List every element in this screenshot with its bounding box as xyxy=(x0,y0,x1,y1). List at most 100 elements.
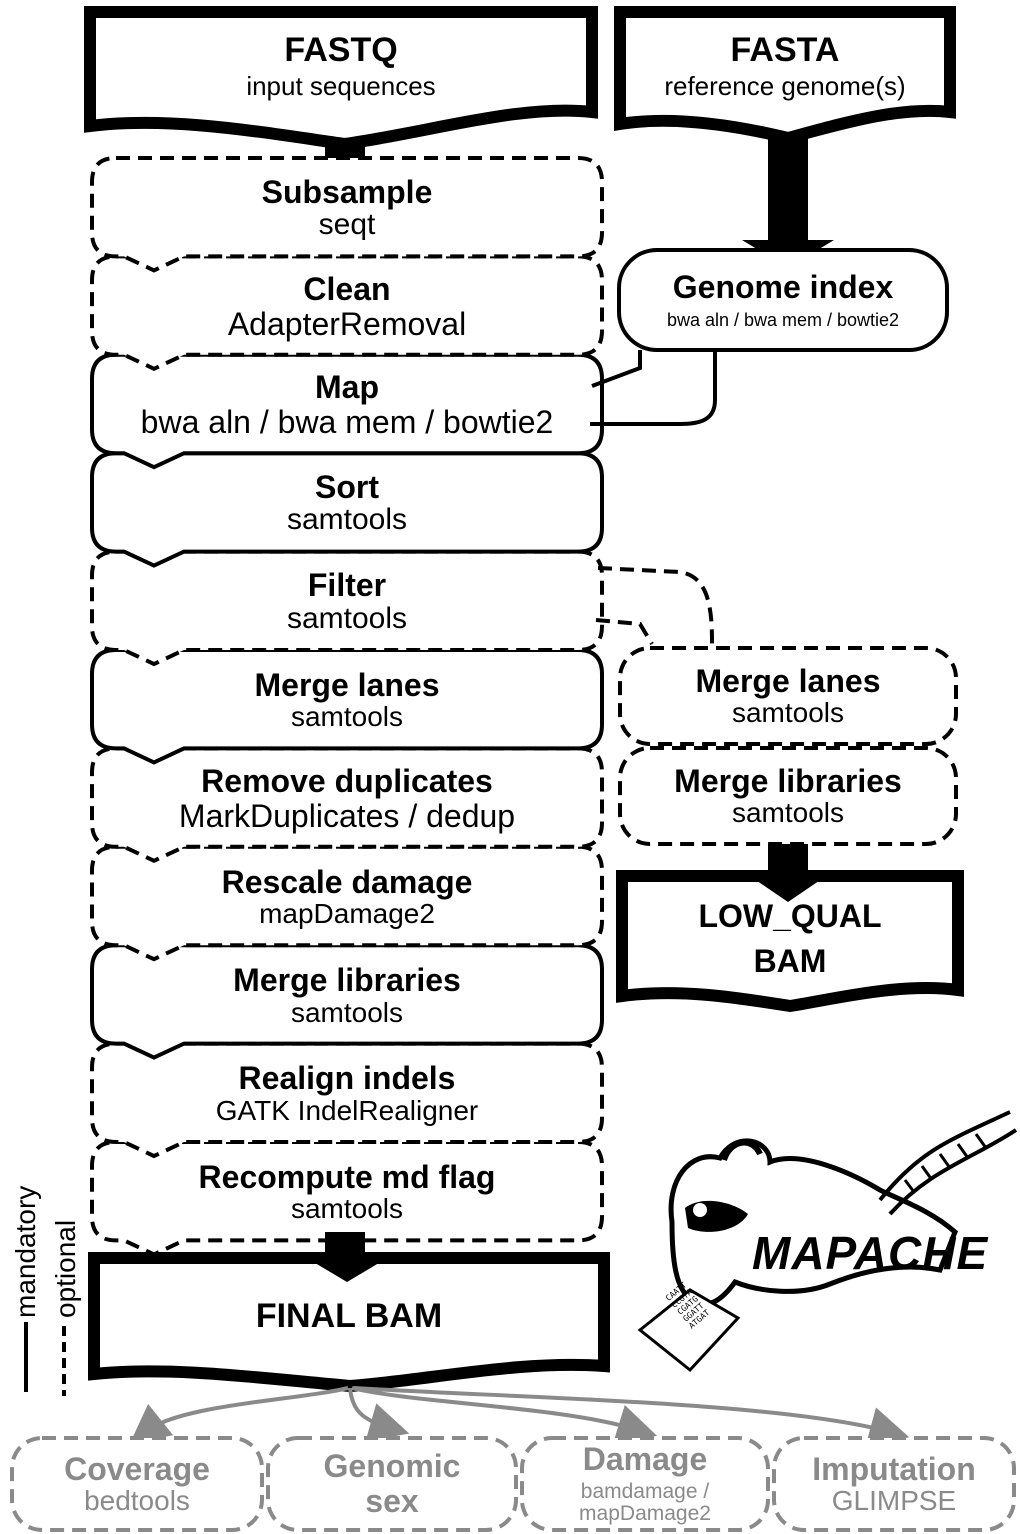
fastq-title: FASTQ xyxy=(284,30,398,69)
step-title: Clean xyxy=(303,271,391,308)
genome-index-label: Genome index bwa aln / bwa mem / bowtie2 xyxy=(619,258,947,342)
raccoon-ear xyxy=(721,1139,763,1162)
genome-index-to-map-link xyxy=(591,350,642,388)
final-bam-label: FINAL BAM xyxy=(94,1276,604,1356)
low-qual-line2: BAM xyxy=(753,943,827,979)
arrow-to-damage xyxy=(351,1386,658,1444)
side-merge-lanes-title: Merge lanes xyxy=(695,662,881,699)
side-merge-libraries-label: Merge libraries samtools xyxy=(620,752,956,840)
low-qual-box-shape xyxy=(616,870,964,1013)
step-subtitle: mapDamage2 xyxy=(259,898,435,930)
step-title: Remove duplicates xyxy=(201,763,493,800)
step-subtitle: samtools xyxy=(290,1193,404,1225)
step-box-5 xyxy=(90,648,604,765)
step-title: Subsample xyxy=(261,173,433,210)
imputation-subtitle: GLIMPSE xyxy=(831,1485,957,1517)
step-box-9 xyxy=(90,1041,604,1159)
filter-side-link-2 xyxy=(595,618,654,646)
step-subtitle: samtools xyxy=(290,701,404,733)
low-qual-arrow-head xyxy=(744,872,832,902)
arrow-to-imputation xyxy=(353,1386,910,1447)
filter-side-link-1 xyxy=(597,566,714,656)
damage-box xyxy=(520,1436,770,1532)
final-bam-title: FINAL BAM xyxy=(255,1296,443,1335)
step-title: Merge libraries xyxy=(233,961,461,998)
side-merge-libraries-subtitle: samtools xyxy=(731,797,845,829)
genomic-sex-label: Genomic sex xyxy=(268,1442,516,1526)
step-title: Merge lanes xyxy=(254,666,440,703)
low-qual-label: LOW_QUAL BAM xyxy=(622,894,958,984)
final-connector xyxy=(325,1232,365,1254)
step-title: Rescale damage xyxy=(221,863,473,900)
fastq-subtitle: input sequences xyxy=(246,71,436,102)
fasta-title: FASTA xyxy=(730,30,840,69)
step-box-0 xyxy=(90,156,604,273)
imputation-title: Imputation xyxy=(812,1450,976,1487)
low-qual-line1: LOW_QUAL xyxy=(698,898,882,935)
main-steps-group xyxy=(90,156,604,1257)
fastq-box: FASTQ input sequences xyxy=(90,24,592,108)
mapache-logo xyxy=(637,1110,1018,1373)
genomic-sex-title: Genomic xyxy=(323,1448,461,1485)
genomic-sex-box xyxy=(266,1436,518,1532)
raccoon-mask xyxy=(685,1200,748,1232)
step-subtitle: samtools xyxy=(286,601,408,635)
coverage-subtitle: bedtools xyxy=(84,1485,190,1517)
coverage-box xyxy=(10,1436,264,1532)
damage-title: Damage xyxy=(582,1441,708,1478)
step-box-1 xyxy=(90,254,604,372)
step-title: Map xyxy=(315,369,379,406)
fasta-connector xyxy=(768,138,808,242)
side-merge-libraries-title: Merge libraries xyxy=(674,762,902,799)
arrow-to-coverage xyxy=(129,1386,349,1445)
step-box-3 xyxy=(90,451,604,568)
step-box-2 xyxy=(90,352,604,470)
genome-index-box xyxy=(617,248,949,352)
side-merge-lanes-subtitle: samtools xyxy=(731,697,845,729)
imputation-box xyxy=(772,1436,1016,1532)
step-subtitle: AdapterRemoval xyxy=(227,305,467,342)
step-subtitle: MarkDuplicates / dedup xyxy=(178,797,516,834)
step-subtitle: samtools xyxy=(286,503,408,537)
step-subtitle: seqt xyxy=(318,208,376,242)
dna-strand-1 xyxy=(878,1110,1011,1202)
legend-mandatory: mandatory xyxy=(10,1185,41,1318)
fasta-box: FASTA reference genome(s) xyxy=(620,24,950,108)
arrow-to-genomic-sex xyxy=(348,1387,410,1442)
side-merge-lanes-box xyxy=(618,646,958,746)
step-subtitle: bwa aln / bwa mem / bowtie2 xyxy=(140,403,554,440)
coverage-label: Coverage bedtools xyxy=(12,1442,262,1526)
step-title: Filter xyxy=(307,567,387,604)
mapache-logo-text: MAPACHE xyxy=(752,1227,989,1279)
step-box-4 xyxy=(90,549,604,667)
imputation-label: Imputation GLIMPSE xyxy=(774,1442,1014,1526)
genome-index-title: Genome index xyxy=(672,269,894,305)
raccoon-eye xyxy=(693,1203,707,1217)
legend-optional: optional xyxy=(50,1219,81,1318)
paper-sheet xyxy=(637,1288,741,1373)
damage-subtitle: bamdamage / mapDamage2 xyxy=(579,1479,711,1526)
step-box-6 xyxy=(90,746,604,864)
genome-index-subtitle: bwa aln / bwa mem / bowtie2 xyxy=(666,309,900,330)
damage-label: Damage bamdamage / mapDamage2 xyxy=(522,1440,768,1528)
side-merge-libraries-box xyxy=(618,746,958,846)
step-title: Sort xyxy=(315,468,379,505)
step-box-10 xyxy=(90,1140,604,1257)
step-subtitle: GATK IndelRealigner xyxy=(215,1094,479,1126)
final-bam-box-shape xyxy=(88,1252,610,1393)
coverage-title: Coverage xyxy=(64,1450,210,1487)
step-box-7 xyxy=(90,844,604,962)
final-arrow-head xyxy=(300,1254,394,1282)
step-box-8 xyxy=(90,943,604,1060)
fasta-subtitle: reference genome(s) xyxy=(664,71,906,102)
